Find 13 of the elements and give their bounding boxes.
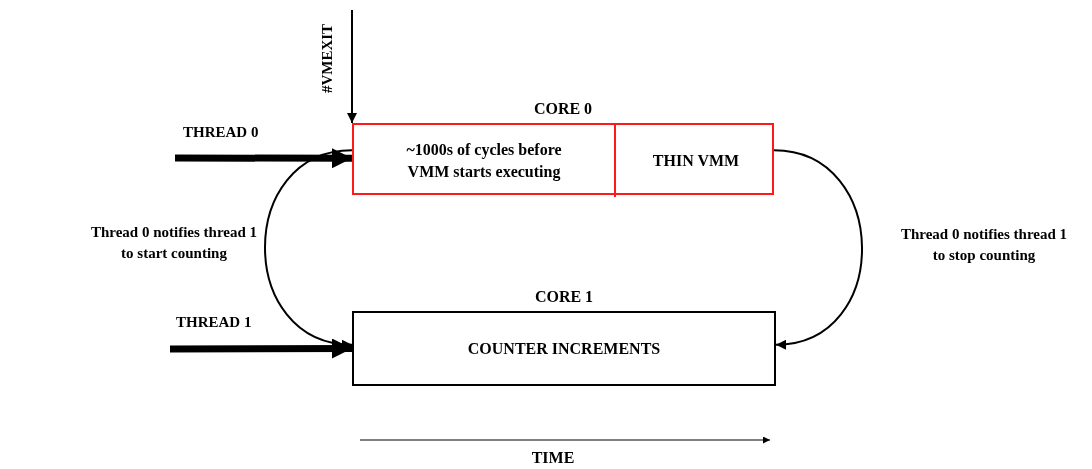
edge-label: #VMEXIT	[318, 23, 337, 94]
axis-label: TIME	[530, 449, 576, 467]
box-text: COUNTER INCREMENTS	[466, 338, 662, 359]
box-heading: CORE 0	[532, 100, 594, 118]
edge-label: THREAD 0	[183, 123, 259, 142]
edge-label: Thread 0 notifies thread 1 to start counting	[90, 223, 258, 263]
box-text: ~1000s of cycles before VMM starts executing	[405, 140, 563, 183]
edge-label: THREAD 1	[176, 313, 252, 332]
arrow	[773, 149, 863, 349]
edge-label: Thread 0 notifies thread 1 to stop counting	[900, 225, 1068, 265]
box-text: THIN VMM	[651, 151, 741, 172]
arrow	[347, 9, 357, 124]
box-heading: CORE 1	[533, 288, 595, 306]
